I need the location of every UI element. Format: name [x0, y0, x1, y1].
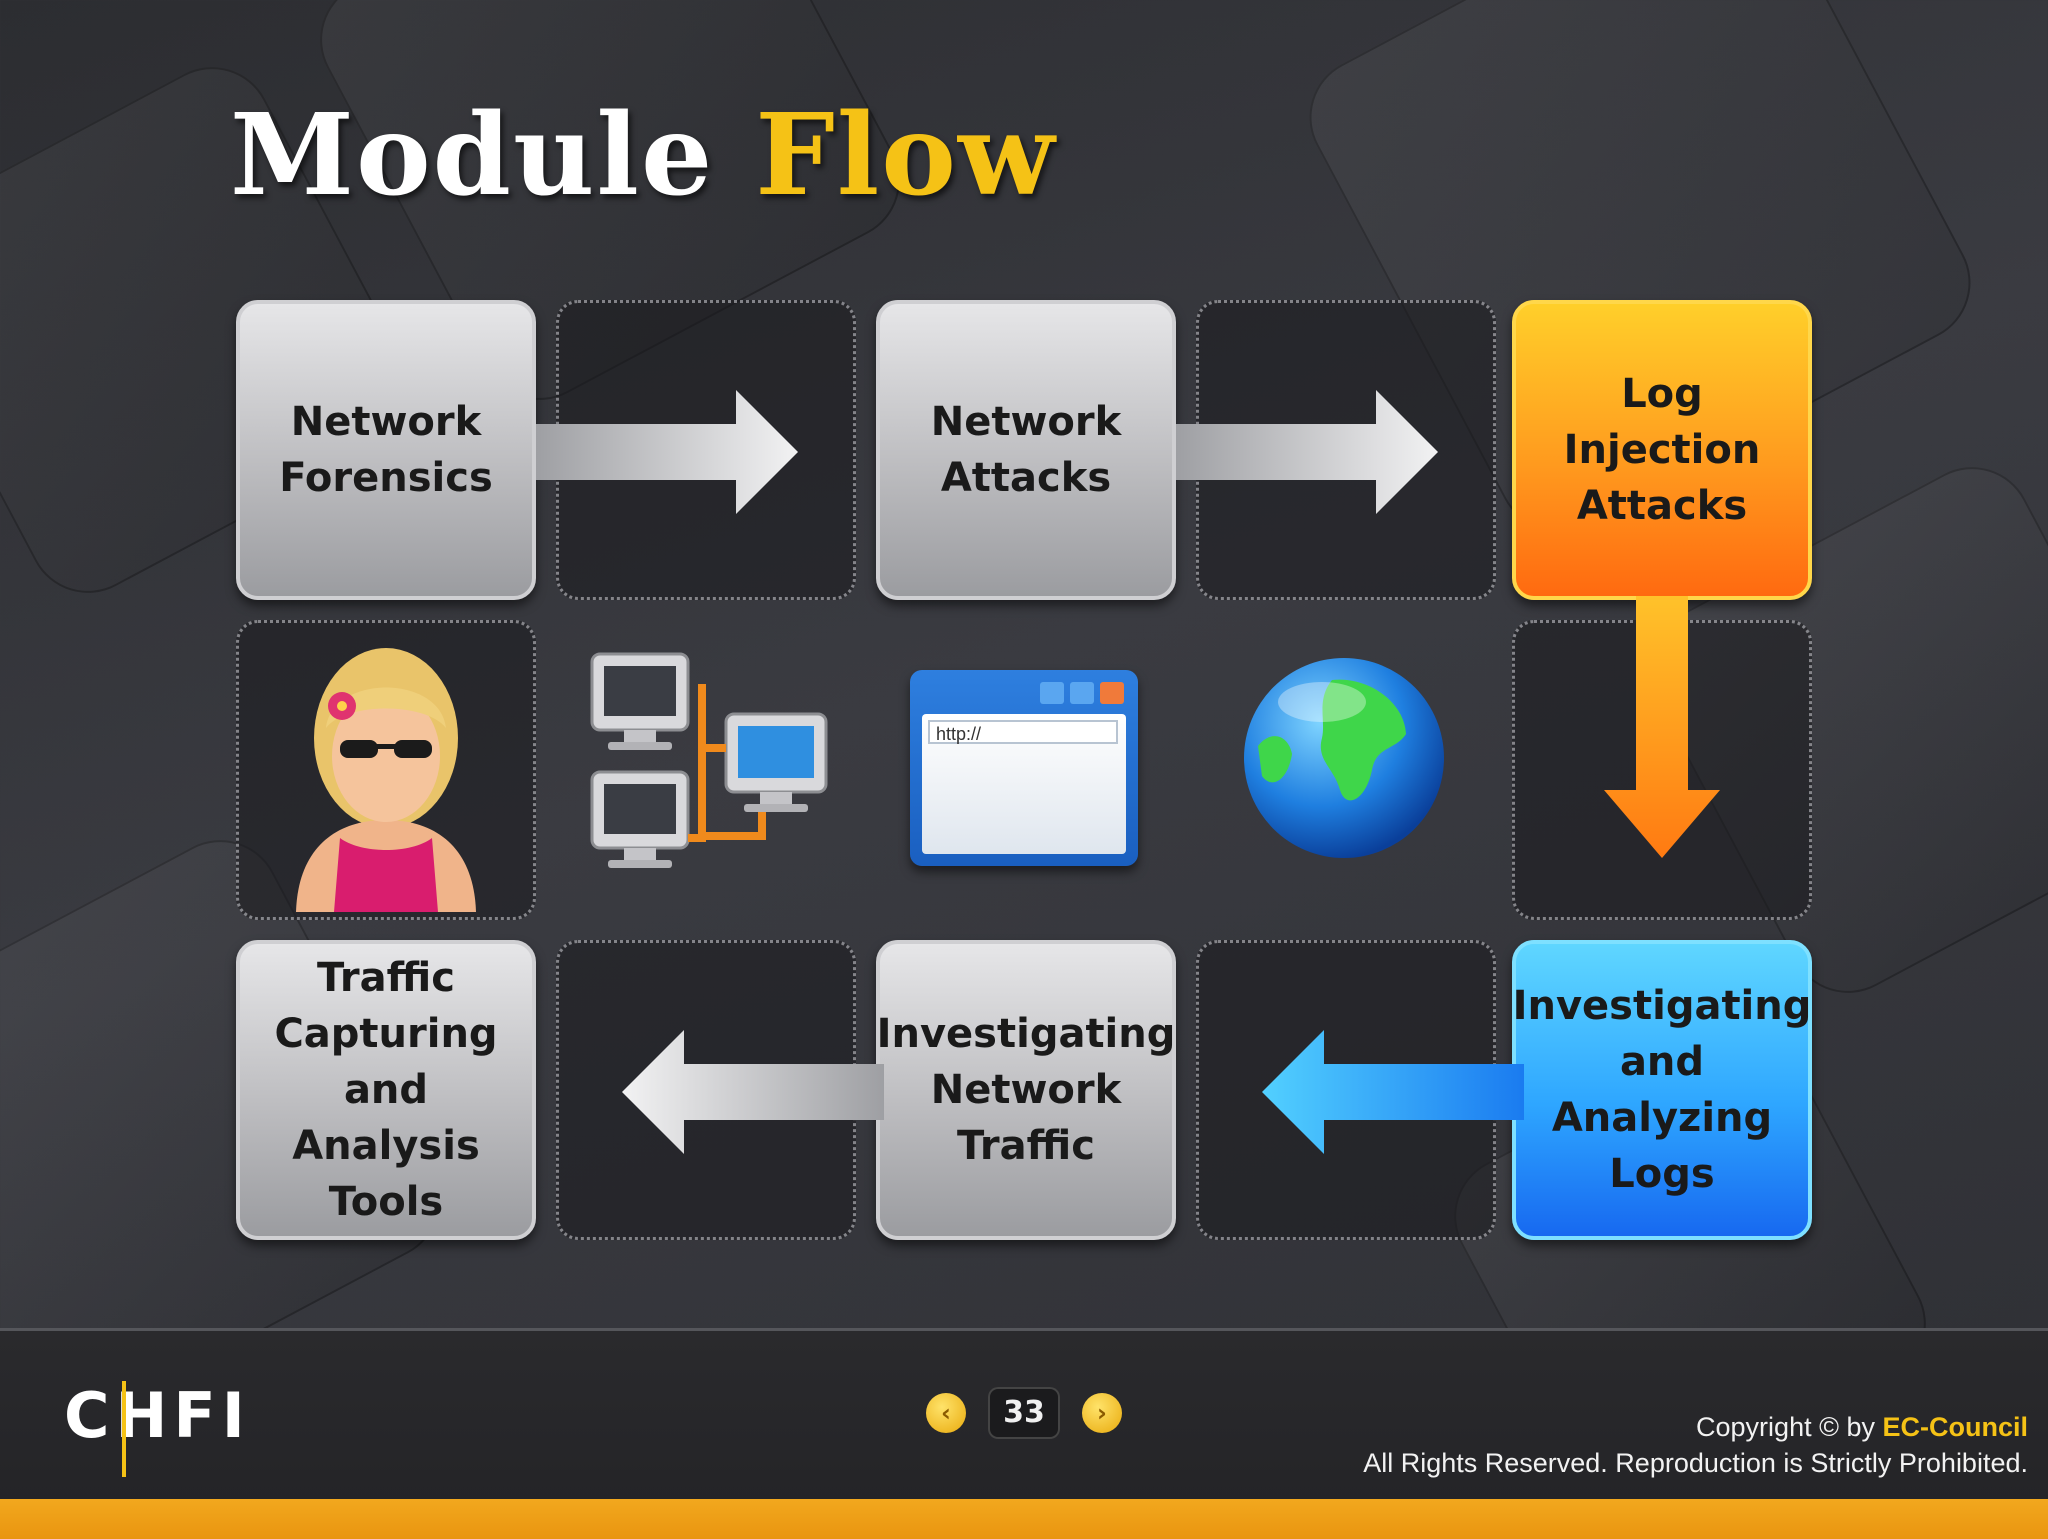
logo-divider [122, 1381, 126, 1477]
title-accent: Flow [755, 90, 1057, 221]
step-network-forensics[interactable]: Network Forensics [236, 300, 536, 600]
woman-avatar-icon [296, 648, 476, 912]
step-investigating-network-traffic[interactable]: Investigating Network Traffic [876, 940, 1176, 1240]
browser-window-icon: http:// [910, 670, 1138, 866]
globe-icon [1244, 658, 1444, 858]
rights-line: All Rights Reserved. Reproduction is Str… [1363, 1448, 2028, 1478]
step-network-attacks[interactable]: Network Attacks [876, 300, 1176, 600]
footer-stripe [0, 1499, 2048, 1539]
step-investigating-analyzing-logs[interactable]: Investigating and Analyzing Logs [1512, 940, 1812, 1240]
chfi-logo: CHFI [48, 1367, 245, 1487]
copyright-prefix: Copyright © by [1696, 1412, 1883, 1442]
step-traffic-capturing-tools[interactable]: Traffic Capturing and Analysis Tools [236, 940, 536, 1240]
next-slide-button[interactable]: › [1082, 1393, 1122, 1433]
browser-content: http:// [922, 714, 1126, 854]
arrow-right-icon [536, 390, 798, 514]
maximize-icon [1070, 682, 1094, 704]
step-log-injection-attacks[interactable]: Log Injection Attacks [1512, 300, 1812, 600]
copyright-brand: EC-Council [1882, 1412, 2029, 1442]
page-title: Module Flow [230, 90, 1056, 221]
arrow-left-icon [622, 1030, 884, 1154]
prev-slide-button[interactable]: ‹ [926, 1393, 966, 1433]
copyright-notice: Copyright © by EC-Council All Rights Res… [1363, 1409, 2028, 1481]
arrow-left-icon [1262, 1030, 1524, 1154]
title-main: Module [230, 90, 715, 221]
arrow-down-icon [1604, 596, 1720, 858]
close-icon [1100, 682, 1124, 704]
page-number: 33 [988, 1387, 1060, 1439]
footer: CHFI ‹ 33 › Copyright © by EC-Council Al… [0, 1328, 2048, 1539]
url-bar: http:// [928, 720, 1118, 744]
logo-text: CHFI [64, 1379, 251, 1452]
copyright-line: Copyright © by EC-Council [1363, 1409, 2028, 1445]
network-computers-icon [590, 652, 828, 868]
minimize-icon [1040, 682, 1064, 704]
arrow-right-icon [1176, 390, 1438, 514]
